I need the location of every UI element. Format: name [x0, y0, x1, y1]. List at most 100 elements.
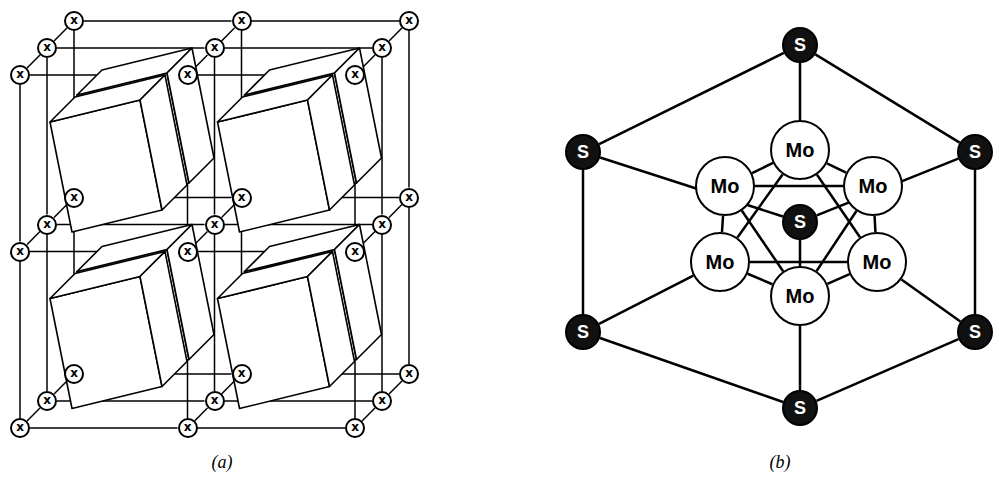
molybdenum-atom: Mo — [690, 232, 750, 292]
lattice-line — [54, 28, 67, 41]
x-atom: x — [345, 242, 365, 262]
x-atom: x — [232, 364, 252, 384]
atom-symbol: x — [405, 14, 413, 26]
cluster-bond — [827, 274, 849, 284]
atom-symbol: Mo — [711, 176, 740, 196]
lattice-line — [46, 58, 48, 215]
atom-symbol: x — [184, 68, 192, 80]
atom-symbol: S — [577, 143, 589, 161]
lattice-line — [195, 55, 208, 68]
atom-symbol: Mo — [859, 176, 888, 196]
lattice-line — [222, 28, 235, 41]
lattice-line — [84, 20, 232, 22]
atom-symbol: x — [351, 245, 359, 257]
lattice-line — [195, 408, 208, 421]
lattice-line — [389, 381, 402, 394]
atom-symbol: S — [969, 323, 981, 341]
atom-symbol: x — [184, 245, 192, 257]
lattice-line — [222, 205, 235, 218]
x-atom: x — [178, 418, 198, 438]
cluster-cube — [218, 75, 355, 232]
lattice-line — [214, 58, 216, 215]
x-atom: x — [178, 242, 198, 262]
atom-symbol: x — [351, 421, 359, 433]
lattice-line — [27, 55, 40, 68]
lattice-line — [19, 85, 21, 242]
lattice-line — [57, 47, 205, 49]
atom-symbol: x — [238, 367, 246, 379]
atom-symbol: S — [794, 36, 806, 54]
x-atom: x — [205, 391, 225, 411]
atom-symbol: x — [351, 68, 359, 80]
sulfur-atom: S — [782, 204, 818, 240]
molybdenum-atom: Mo — [843, 156, 903, 216]
lattice-line — [54, 205, 67, 218]
atom-symbol: Mo — [786, 286, 815, 306]
x-atom: x — [232, 188, 252, 208]
cluster-bond — [873, 216, 876, 232]
atom-symbol: x — [16, 68, 24, 80]
atom-symbol: x — [43, 41, 51, 53]
cluster-bond — [750, 261, 847, 264]
atom-symbol: x — [238, 14, 246, 26]
atom-symbol: x — [16, 245, 24, 257]
lattice-line — [389, 28, 402, 41]
atom-symbol: S — [969, 143, 981, 161]
atom-symbol: x — [70, 367, 78, 379]
molybdenum-atom: Mo — [695, 156, 755, 216]
x-atom: x — [205, 215, 225, 235]
atom-symbol: x — [405, 367, 413, 379]
molybdenum-atom: Mo — [770, 266, 830, 326]
cluster-cube — [218, 252, 355, 409]
molybdenum-atom: Mo — [770, 120, 830, 180]
atom-symbol: x — [43, 394, 51, 406]
lattice-line — [381, 58, 383, 215]
lattice-line — [198, 427, 346, 429]
x-atom: x — [372, 215, 392, 235]
x-atom: x — [64, 11, 84, 31]
x-atom: x — [372, 38, 392, 58]
x-atom: x — [37, 215, 57, 235]
cluster-bond — [582, 170, 585, 314]
x-atom: x — [372, 391, 392, 411]
molybdenum-atom: Mo — [847, 232, 907, 292]
atom-symbol: x — [211, 218, 219, 230]
cluster-bond — [815, 54, 959, 142]
lattice-line — [222, 381, 235, 394]
lattice-line — [30, 427, 178, 429]
sulfur-atom: S — [957, 134, 993, 170]
atom-symbol: x — [43, 218, 51, 230]
cluster-bond — [599, 276, 693, 324]
lattice-line — [408, 31, 410, 188]
panel-label: (a) — [212, 452, 233, 473]
sulfur-atom: S — [782, 27, 818, 63]
sulfur-atom: S — [782, 390, 818, 426]
atom-symbol: x — [378, 394, 386, 406]
cluster-cube — [50, 252, 187, 409]
atom-symbol: x — [238, 191, 246, 203]
atom-symbol: x — [211, 41, 219, 53]
x-atom: x — [345, 418, 365, 438]
cluster-bond — [600, 338, 783, 402]
x-atom: x — [345, 65, 365, 85]
lattice-line — [408, 208, 410, 365]
x-atom: x — [10, 242, 30, 262]
atom-symbol: S — [794, 399, 806, 417]
lattice-line — [381, 235, 383, 392]
cluster-bond — [901, 279, 960, 321]
x-atom: x — [232, 11, 252, 31]
x-atom: x — [178, 65, 198, 85]
lattice-line — [389, 205, 402, 218]
lattice-line — [195, 232, 208, 245]
x-atom: x — [399, 188, 419, 208]
panel-label: (b) — [770, 452, 791, 473]
cluster-bond — [722, 216, 723, 232]
lattice-line — [54, 381, 67, 394]
lattice-line — [225, 47, 373, 49]
cluster-bond — [817, 339, 959, 401]
atom-symbol: S — [794, 213, 806, 231]
lattice-line — [362, 408, 375, 421]
cluster-bond — [752, 163, 773, 173]
atom-symbol: x — [184, 421, 192, 433]
